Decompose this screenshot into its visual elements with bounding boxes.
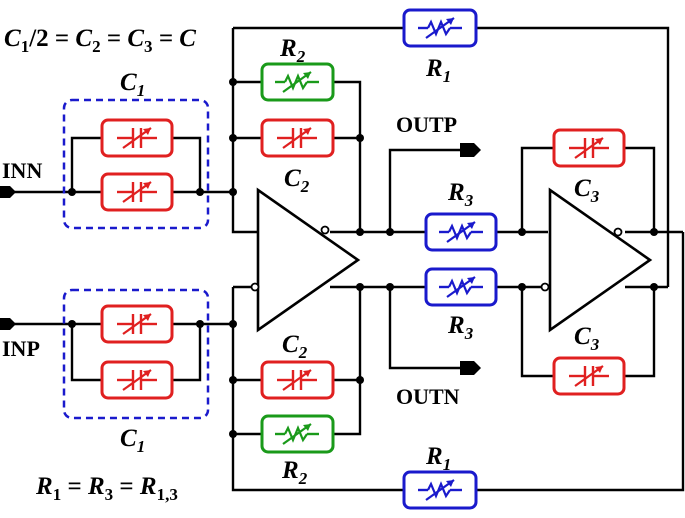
label-r3-bottom: R3 (447, 312, 474, 343)
label-c1-top: C1 (120, 69, 145, 100)
label-r3-top: R3 (447, 179, 474, 210)
resistor-r2-bottom (260, 414, 335, 454)
capacitor-c3-bottom (552, 356, 626, 396)
resistor-r1-top (402, 8, 478, 48)
label-r1-top: R1 (425, 55, 451, 86)
capacitor-c1-bottom-b (100, 360, 174, 400)
resistor-relation: R1 = R3 = R1,3 (35, 473, 178, 504)
capacitor-c1-top-b (100, 172, 174, 212)
port-outn (460, 361, 481, 375)
label-r1-bottom: R1 (425, 443, 451, 474)
capacitor-c2-bottom (260, 360, 335, 400)
junction-dots (68, 78, 658, 438)
label-c2-top: C2 (284, 165, 310, 196)
label-r2-bottom: R2 (281, 457, 308, 488)
capacitor-c2-top (260, 118, 335, 158)
label-r2-top: R2 (279, 35, 306, 66)
label-inn: INN (2, 158, 42, 183)
amplifier-1 (250, 187, 361, 333)
label-c3-bottom: C3 (574, 323, 600, 354)
label-c1-bottom: C1 (120, 425, 145, 456)
capacitor-c3-top (552, 128, 626, 168)
amplifier-2 (540, 187, 653, 333)
resistor-r3-bottom (424, 267, 498, 307)
c1-top-group (62, 98, 210, 230)
resistor-r3-top (424, 212, 498, 252)
c1-bottom-group (62, 288, 210, 420)
port-inp (0, 318, 16, 330)
capacitor-relation: C1/2 = C2 = C3 = C (4, 25, 196, 56)
label-outp: OUTP (396, 112, 457, 137)
port-outp (460, 143, 481, 157)
capacitor-c1-bottom-a (100, 304, 174, 344)
resistor-r2-top (260, 62, 335, 102)
capacitor-c1-top-a (100, 118, 174, 158)
label-c3-top: C3 (574, 175, 600, 206)
port-inn (0, 186, 16, 198)
label-inp: INP (2, 336, 40, 361)
label-c2-bottom: C2 (282, 331, 308, 362)
label-outn: OUTN (396, 384, 460, 409)
resistor-r1-bottom (402, 470, 478, 510)
